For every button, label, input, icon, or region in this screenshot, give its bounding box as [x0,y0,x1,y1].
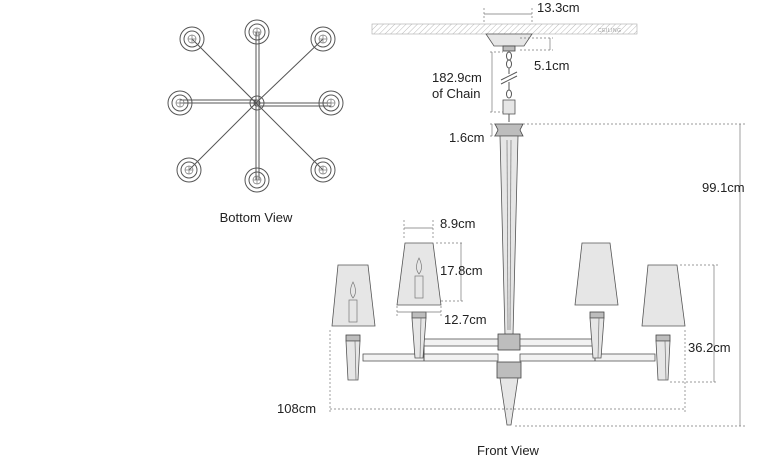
label-chain-suffix: of Chain [432,86,480,101]
dim-canopy-height: 5.1cm [520,37,569,73]
arm-bars [362,338,656,362]
bottom-view-arms [180,32,331,180]
lamp-far-right [641,264,686,381]
lamp-inner-left [396,242,442,359]
dim-canopy-width: 13.3cm [483,0,580,22]
label-canopy-width: 13.3cm [537,0,580,15]
dim-overall-height: 99.1cm [515,123,745,427]
lamp-far-left [331,264,376,381]
ceiling-label: CEILING [598,28,622,34]
label-top-finial: 1.6cm [449,130,484,145]
dim-chain: 182.9cm of Chain [432,51,503,113]
central-stem [499,135,519,336]
front-view-label: Front View [477,443,540,458]
dim-top-finial: 1.6cm [449,123,496,145]
dim-shade-bottom: 12.7cm [396,306,487,327]
dim-overall-width: 108cm [277,330,686,416]
label-chain-length: 182.9cm [432,70,482,85]
top-collar [494,123,524,137]
dim-shade-top: 8.9cm [403,216,475,240]
label-overall-width: 108cm [277,401,316,416]
bottom-view-label: Bottom View [220,210,293,225]
chain [500,51,518,122]
bottom-view-hub [249,95,265,111]
lamp-inner-right [574,242,619,359]
label-overall-height: 99.1cm [702,180,745,195]
center-hub [496,333,522,426]
bottom-view-cups [167,19,344,193]
front-view: CEILING [277,0,745,458]
label-shade-top: 8.9cm [440,216,475,231]
label-arm-height: 36.2cm [688,340,731,355]
label-shade-height: 17.8cm [440,263,483,278]
ceiling: CEILING [371,23,638,35]
bottom-view: Bottom View [167,19,344,225]
dim-shade-height: 17.8cm [436,242,483,302]
label-shade-bottom: 12.7cm [444,312,487,327]
canopy [485,33,533,52]
dim-arm-height: 36.2cm [670,264,731,383]
label-canopy-height: 5.1cm [534,58,569,73]
